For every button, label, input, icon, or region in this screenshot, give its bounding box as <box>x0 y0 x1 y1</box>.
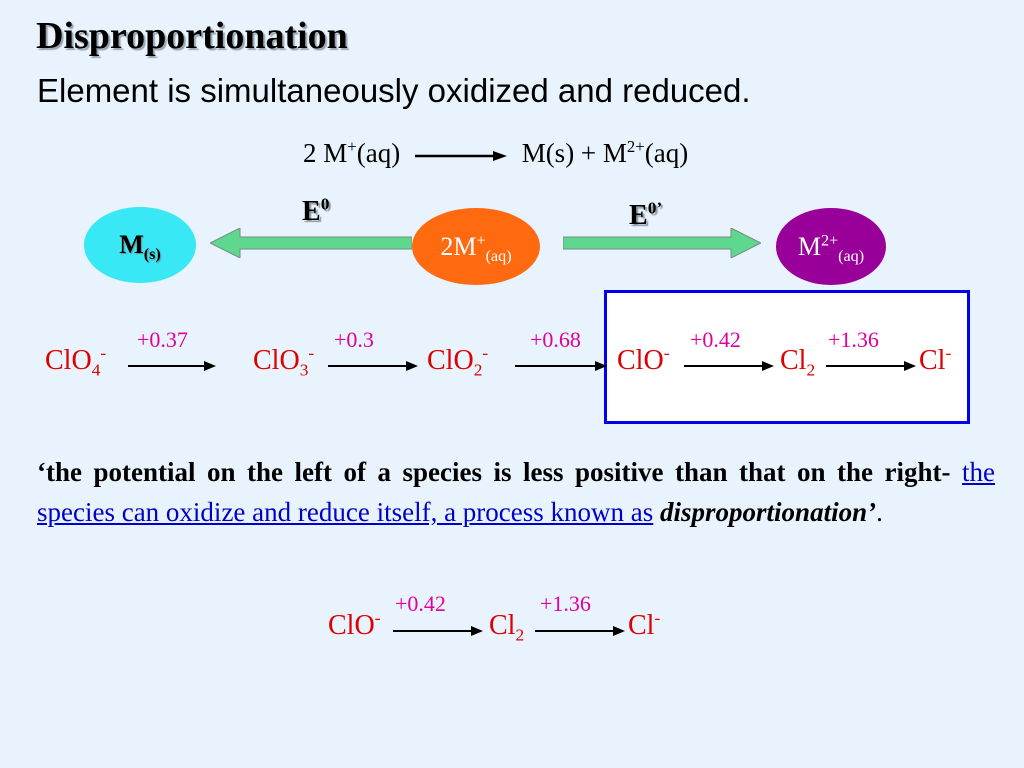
potential-label: +0.37 <box>137 327 188 352</box>
reaction-arrow-icon <box>535 626 625 636</box>
species-sub: 3 <box>299 360 309 380</box>
left-green-arrow-icon <box>210 228 412 258</box>
ellipse-2m-plus: 2M+(aq) <box>412 208 540 285</box>
general-equation: 2 M+(aq) M(s) + M2+(aq) <box>303 138 688 169</box>
center-sup: + <box>476 231 486 249</box>
species-charge: - <box>100 343 107 363</box>
species-clo: ClO- <box>617 343 670 377</box>
species-base: ClO <box>617 345 664 376</box>
potential-label: +0.3 <box>334 327 374 352</box>
reaction-arrow-icon <box>128 361 216 371</box>
eq-arrow-icon <box>414 150 507 161</box>
m2-sub: (aq) <box>838 247 865 265</box>
center-main: 2M <box>440 231 477 261</box>
para-intro: ‘the potential on the left of a species … <box>37 457 962 487</box>
potential-label: +0.42 <box>690 327 741 352</box>
e0-left-sup: 0 <box>320 194 330 214</box>
slide-title: Disproportionation <box>36 15 348 57</box>
eq-left-charge: + <box>347 137 357 156</box>
reaction-arrow-icon <box>328 361 418 371</box>
eq-left-state: (aq) <box>356 138 401 168</box>
right-green-arrow-icon <box>563 228 761 258</box>
reaction-arrow-icon <box>393 626 483 636</box>
species-sub: 2 <box>515 625 525 645</box>
e0-right-sup: 0’ <box>647 198 663 218</box>
e0-left-letter: E <box>302 196 321 227</box>
species-charge: - <box>654 608 661 628</box>
e0-right-letter: E <box>629 200 648 231</box>
ellipse-m-2plus: M2+(aq) <box>776 208 886 285</box>
ellipse-m-solid-label: M(s) <box>119 230 161 264</box>
eq-right-state: (aq) <box>644 138 689 168</box>
ellipse-m-solid: M(s) <box>84 207 196 283</box>
species-charge: - <box>308 343 315 363</box>
species-clo4: ClO4- <box>45 343 107 380</box>
species-clo2: ClO2- <box>427 343 489 380</box>
eq-left: 2 M <box>303 138 348 168</box>
explanation-paragraph: ‘the potential on the left of a species … <box>37 452 995 532</box>
para-highlight: the species can oxidize and reduce itsel… <box>37 457 995 527</box>
species-sub: 2 <box>806 360 816 380</box>
e0-label-left: E0 <box>302 194 330 228</box>
m2-main: M <box>797 231 822 261</box>
ellipse-m2-label: M2+(aq) <box>797 231 865 265</box>
species-base: Cl <box>780 345 807 376</box>
species-charge: - <box>945 343 952 363</box>
species-cl2: Cl2 <box>780 345 816 380</box>
e0-label-right: E0’ <box>629 198 663 232</box>
ellipse-2m-label: 2M+(aq) <box>440 231 512 265</box>
species-base: ClO <box>328 610 375 641</box>
potential-label: +0.42 <box>395 591 446 616</box>
species-base: Cl <box>628 610 655 641</box>
potential-label: +1.36 <box>828 327 879 352</box>
highlight-box <box>604 290 970 424</box>
species-base: Cl <box>919 345 946 376</box>
species-base: ClO <box>253 345 300 376</box>
species-clo3: ClO3- <box>253 343 315 380</box>
species-base: ClO <box>45 345 92 376</box>
ms-main: M <box>119 230 144 259</box>
species-base: ClO <box>427 345 474 376</box>
species-sub: 4 <box>91 360 101 380</box>
species-charge: - <box>663 343 670 363</box>
reaction-arrow-icon <box>684 361 774 371</box>
species-sub: 2 <box>473 360 483 380</box>
m2-sup: 2+ <box>821 231 839 249</box>
potential-label: +0.68 <box>530 327 581 352</box>
center-sub: (aq) <box>485 247 512 265</box>
bottom-species-cl-minus: Cl- <box>628 608 661 642</box>
potential-label: +1.36 <box>540 591 591 616</box>
eq-right: M(s) + M <box>521 138 627 168</box>
species-charge: - <box>374 608 381 628</box>
eq-right-charge: 2+ <box>626 137 645 156</box>
reaction-arrow-icon <box>515 361 607 371</box>
ms-sub: (s) <box>143 246 161 264</box>
species-charge: - <box>482 343 489 363</box>
reaction-arrow-icon <box>826 361 916 371</box>
species-cl-minus: Cl- <box>919 343 952 377</box>
bottom-species-cl2: Cl2 <box>489 610 525 645</box>
species-base: Cl <box>489 610 516 641</box>
para-period: . <box>876 497 883 527</box>
slide-subtitle: Element is simultaneously oxidized and r… <box>37 72 751 109</box>
para-term: disproportionation’ <box>653 497 877 527</box>
bottom-species-clo: ClO- <box>328 608 381 642</box>
